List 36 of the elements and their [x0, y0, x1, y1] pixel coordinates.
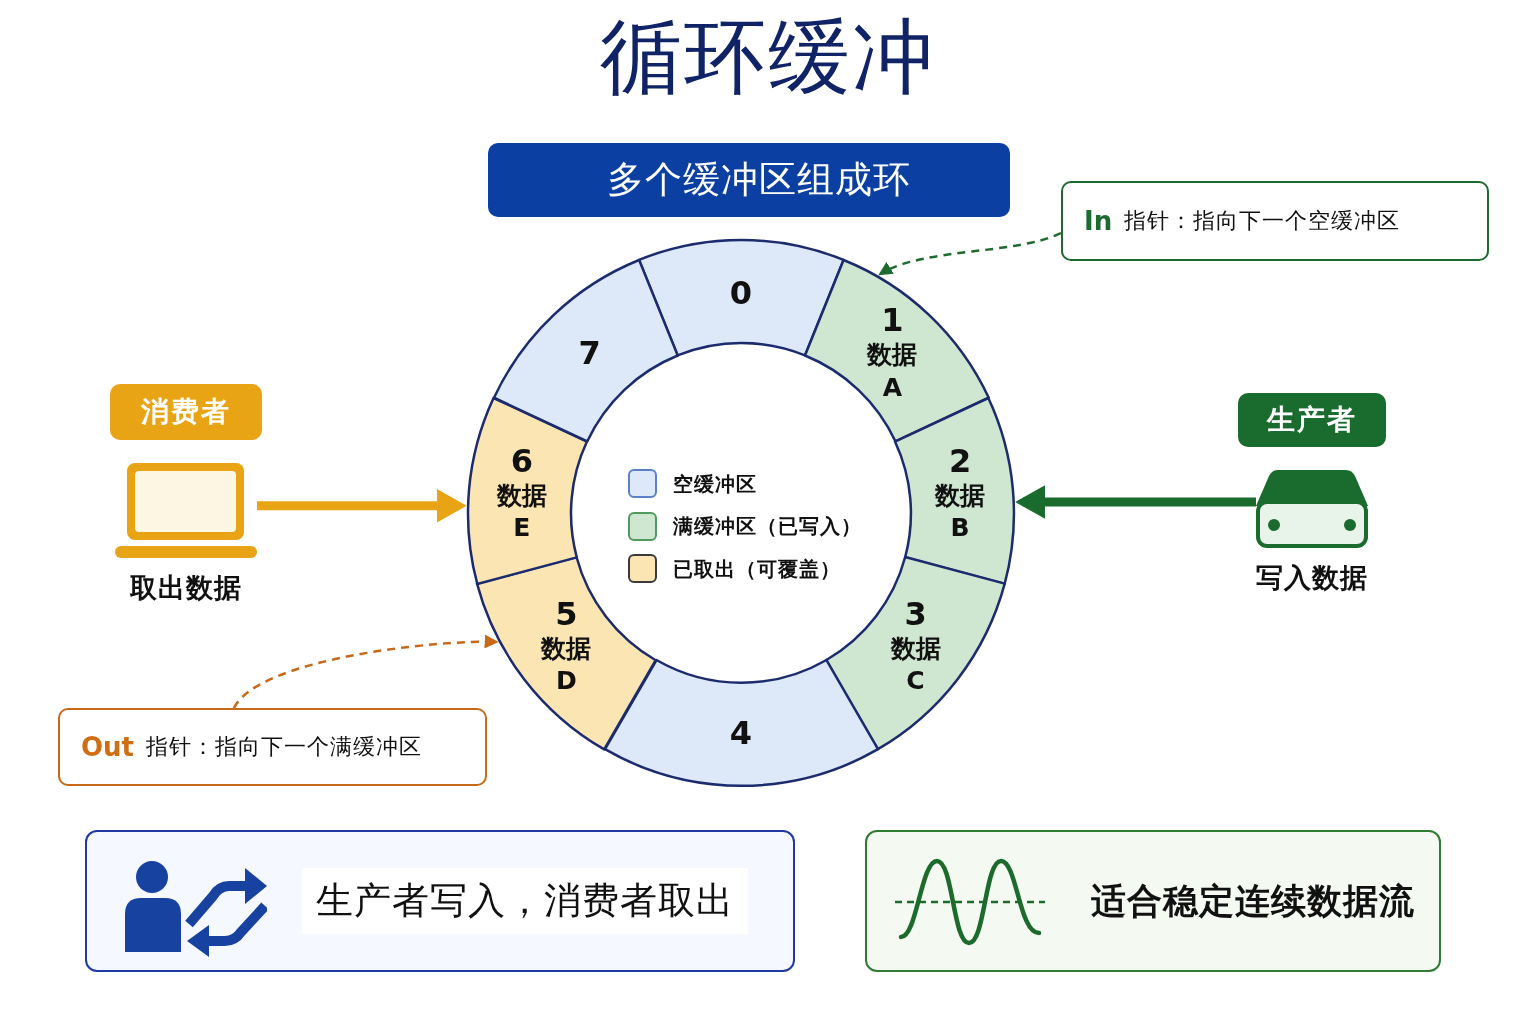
flow-arrow: [1015, 485, 1256, 519]
callout-text: 指针：指向下一个满缓冲区: [146, 733, 423, 761]
icon-caption: 取出数据: [130, 571, 242, 605]
segment-data-label: 数据 E: [495, 479, 548, 545]
legend-label: 空缓冲区: [673, 470, 757, 497]
segment-number: 1: [881, 302, 904, 340]
icon-caption: 写入数据: [1256, 561, 1368, 595]
segment-data-label: 数据 B: [934, 479, 987, 545]
heading-banner: 多个缓冲区组成环: [488, 143, 1010, 217]
segment-number: 6: [510, 442, 533, 480]
info-card: [85, 830, 795, 972]
flow-arrow: [257, 488, 467, 523]
card-text: 生产者写入，消费者取出: [302, 868, 748, 934]
callout-box: [58, 708, 487, 786]
role-badge: 生产者: [1238, 393, 1386, 447]
segment-number: 3: [904, 596, 927, 633]
segment-number: 2: [949, 442, 972, 480]
role-badge: 消费者: [110, 384, 262, 440]
pointer-name: In: [1084, 206, 1113, 236]
info-card: [865, 830, 1441, 972]
card-text: 适合稳定连续数据流: [1090, 879, 1416, 923]
segment-number: 4: [729, 714, 753, 752]
segment-data-label: 数据 C: [889, 632, 942, 698]
segment-data-label: 数据 D: [540, 632, 593, 698]
callout-text: 指针：指向下一个空缓冲区: [1124, 207, 1401, 235]
callout-box: [1061, 181, 1489, 261]
legend-label: 满缓冲区（已写入）: [673, 512, 862, 540]
legend-label: 已取出（可覆盖）: [673, 555, 841, 582]
pointer-name: Out: [81, 732, 135, 762]
pointer-arrow: [232, 634, 499, 709]
page-title: 循环缓冲: [600, 14, 936, 101]
pointer-arrow: [878, 231, 1062, 276]
segment-number: 0: [729, 274, 753, 312]
segment-number: 5: [555, 596, 578, 633]
segment-data-label: 数据 A: [866, 339, 919, 404]
segment-number: 7: [578, 335, 601, 372]
